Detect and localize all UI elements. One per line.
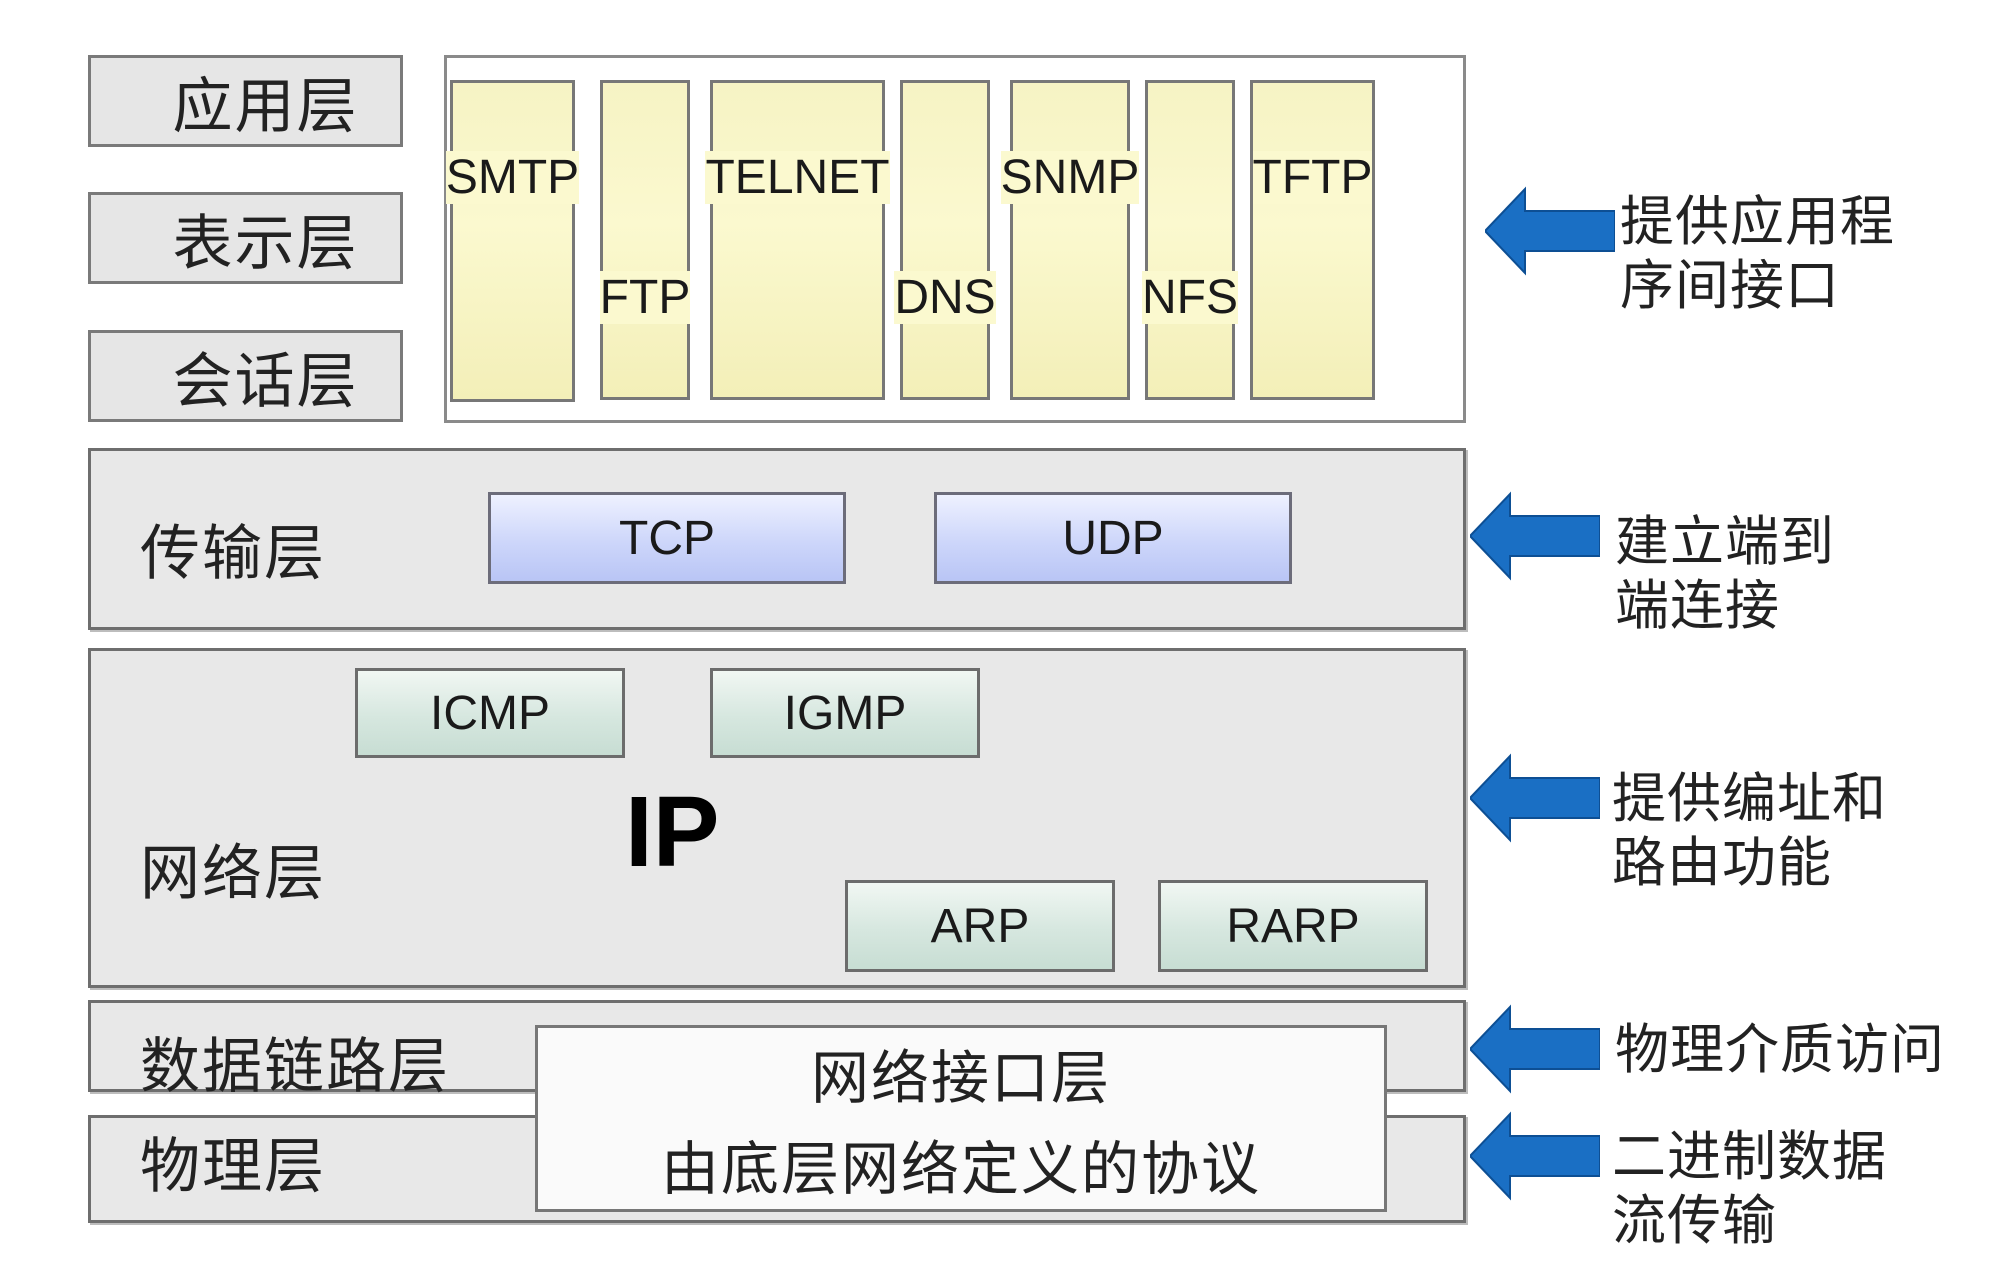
note-datalink: 物理介质访问	[1615, 1018, 1945, 1082]
note-physical: 二进制数据 流传输	[1612, 1125, 1887, 1253]
datalink-layer-label: 数据链路层	[140, 1032, 450, 1102]
protocol-arp-label: ARP	[930, 899, 1030, 953]
protocol-snmp-label: SNMP	[1000, 151, 1140, 204]
note-transport-line2: 端连接	[1615, 574, 1780, 637]
note-network: 提供编址和 路由功能	[1612, 767, 1887, 895]
protocol-smtp	[450, 80, 575, 402]
protocol-tcp: TCP	[488, 492, 846, 584]
protocol-telnet-label: TELNET	[705, 151, 890, 204]
protocol-tftp	[1250, 80, 1375, 400]
note-physical-line2: 流传输	[1612, 1189, 1777, 1252]
osi-application-label: 应用层	[172, 71, 359, 142]
protocol-snmp	[1010, 80, 1130, 400]
note-application-line2: 序间接口	[1620, 254, 1840, 317]
note-transport: 建立端到 端连接	[1615, 510, 1835, 638]
protocol-smtp-label: SMTP	[445, 151, 580, 204]
protocol-rarp-label: RARP	[1226, 899, 1360, 953]
protocol-ftp-label: FTP	[599, 271, 691, 324]
note-physical-line1: 二进制数据	[1612, 1125, 1887, 1188]
osi-session-layer: 会话层	[88, 330, 403, 422]
protocol-udp: UDP	[934, 492, 1292, 584]
note-datalink-line1: 物理介质访问	[1615, 1018, 1945, 1081]
network-interface-subtitle: 由底层网络定义的协议	[660, 1134, 1261, 1203]
arrow-left-icon-datalink	[1470, 1004, 1600, 1094]
protocol-telnet	[710, 80, 885, 400]
protocol-igmp: IGMP	[710, 668, 980, 758]
arrow-left-icon-application	[1485, 186, 1615, 276]
protocol-tcp-label: TCP	[619, 511, 715, 565]
network-layer-label: 网络层	[140, 839, 326, 909]
osi-application-layer: 应用层	[88, 55, 403, 147]
arrow-left-icon-transport	[1470, 491, 1600, 581]
physical-layer-label: 物理层	[140, 1132, 326, 1202]
protocol-tftp-label: TFTP	[1252, 151, 1373, 204]
ip-protocol-label: IP	[625, 776, 720, 888]
note-network-line2: 路由功能	[1612, 831, 1832, 894]
protocol-dns-label: DNS	[894, 271, 996, 324]
note-network-line1: 提供编址和	[1612, 767, 1887, 830]
osi-presentation-label: 表示层	[172, 208, 359, 279]
osi-presentation-layer: 表示层	[88, 192, 403, 284]
protocol-ftp	[600, 80, 690, 400]
arrow-left-icon-physical	[1470, 1111, 1600, 1201]
note-application: 提供应用程 序间接口	[1620, 190, 1895, 318]
protocol-arp: ARP	[845, 880, 1115, 972]
protocol-rarp: RARP	[1158, 880, 1428, 972]
network-interface-box: 网络接口层 由底层网络定义的协议	[535, 1025, 1387, 1212]
network-interface-title: 网络接口层	[810, 1044, 1111, 1113]
protocol-nfs	[1145, 80, 1235, 400]
protocol-icmp: ICMP	[355, 668, 625, 758]
osi-session-label: 会话层	[172, 346, 359, 417]
protocol-dns	[900, 80, 990, 400]
protocol-nfs-label: NFS	[1142, 271, 1238, 324]
protocol-igmp-label: IGMP	[783, 686, 907, 740]
arrow-left-icon-network	[1470, 753, 1600, 843]
protocol-icmp-label: ICMP	[430, 686, 550, 740]
protocol-udp-label: UDP	[1062, 511, 1164, 565]
note-transport-line1: 建立端到	[1615, 510, 1835, 573]
note-application-line1: 提供应用程	[1620, 190, 1895, 253]
transport-layer-label: 传输层	[140, 519, 326, 589]
